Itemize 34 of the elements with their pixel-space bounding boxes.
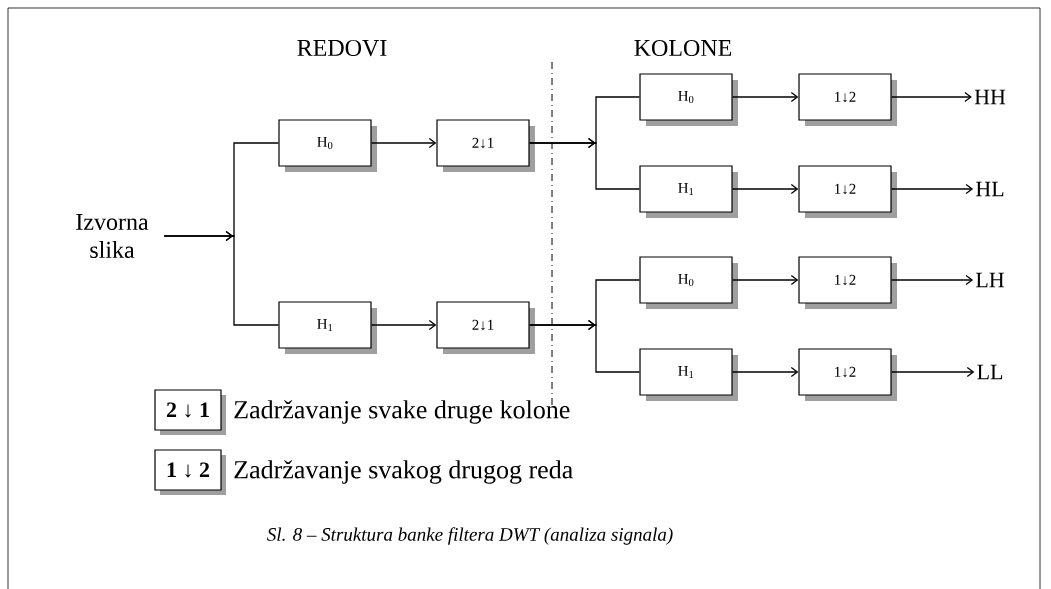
arrow <box>731 183 799 195</box>
filter-box: 1↓2 <box>798 165 897 218</box>
filter-box: H$_{1}$ <box>278 301 377 354</box>
input-label: Izvorna slika <box>76 214 149 258</box>
output-label: HH <box>974 89 1006 105</box>
description: Zadržavanje svakog drugog reda <box>234 460 573 484</box>
arrow <box>890 274 974 286</box>
filter-box: H$_{0}$ <box>278 119 377 172</box>
filter-box: H$_{0}$ <box>639 256 738 309</box>
filter-box: 1↓2 <box>798 348 897 401</box>
description: Zadržavanje svake druge kolone <box>234 400 570 424</box>
arrow <box>370 319 437 331</box>
arrow <box>890 91 972 103</box>
arrow <box>370 137 437 149</box>
output-label: HL <box>976 181 1004 197</box>
symbol-box: 1 ↓ 2 <box>154 449 226 495</box>
filter-box: 1↓2 <box>798 256 897 309</box>
filter-box: 2↓1 <box>436 301 535 354</box>
arrow <box>890 183 974 195</box>
arrow <box>731 274 799 286</box>
filter-box: H$_{1}$ <box>639 165 738 218</box>
filter-box: H$_{1}$ <box>639 348 738 401</box>
arrow <box>731 91 799 103</box>
section-heading: REDOVI <box>297 39 387 57</box>
symbol-box: 2 ↓ 1 <box>154 389 226 435</box>
filter-box: H$_{0}$ <box>639 73 738 126</box>
section-heading: KOLONE <box>634 39 732 57</box>
output-label: LL <box>977 364 1003 380</box>
arrow <box>890 366 975 378</box>
filter-box: 1↓2 <box>798 73 897 126</box>
output-label: LH <box>976 272 1005 288</box>
filter-box: 2↓1 <box>436 119 535 172</box>
caption: Sl. 8 – Struktura banke filtera DWT (analiza signala) <box>267 527 673 545</box>
arrow <box>731 366 799 378</box>
